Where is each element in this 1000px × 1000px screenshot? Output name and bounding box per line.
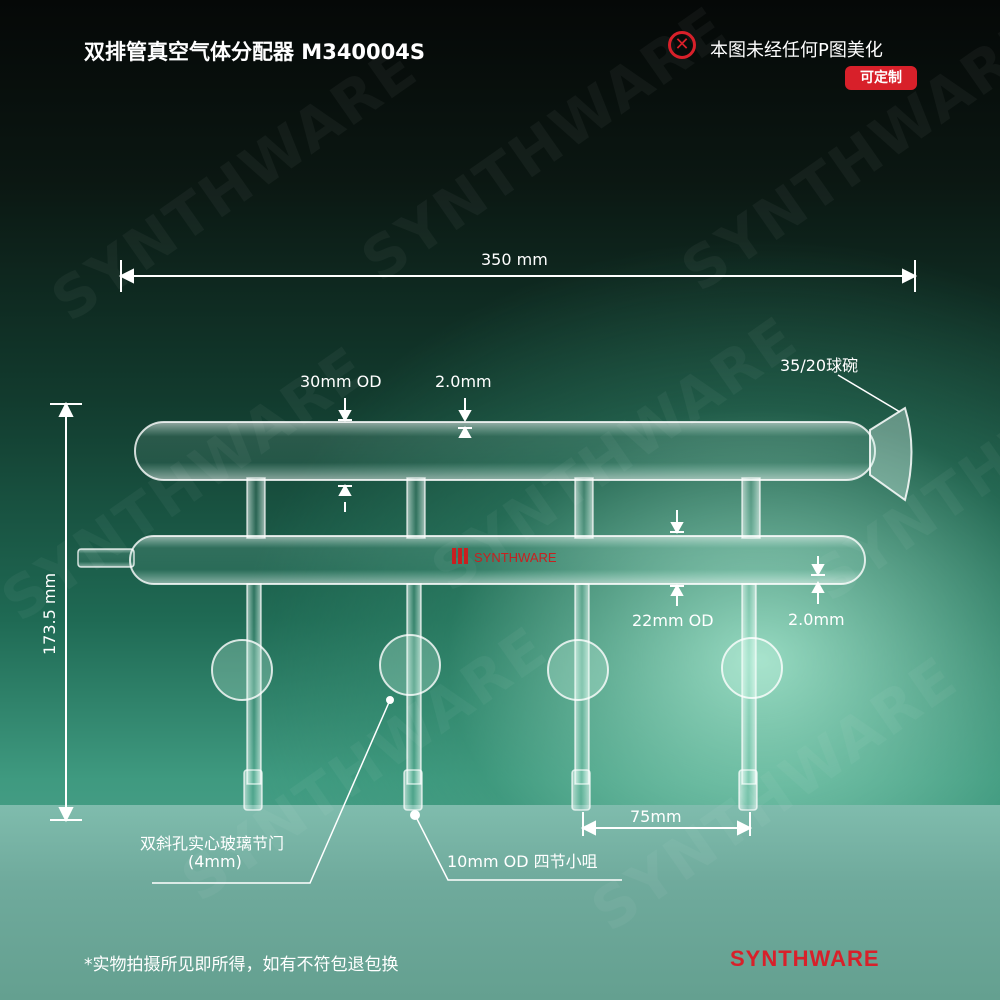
lower-od-label: 22mm OD xyxy=(632,611,714,630)
stems xyxy=(243,477,761,811)
logo-mark xyxy=(452,548,468,564)
stopcock-label: 双斜孔实心玻璃节门 xyxy=(140,834,285,853)
dimension-lines xyxy=(50,260,918,884)
x-circle-icon: ✕ xyxy=(668,31,696,59)
brand-logo: SYNTHWARE xyxy=(730,946,880,971)
hose-label: 10mm OD 四节小咀 xyxy=(447,852,598,871)
ball-joint-socket xyxy=(869,406,913,502)
footer-note: *实物拍摄所见即所得，如有不符包退包换 xyxy=(84,955,399,975)
stopcocks xyxy=(211,634,783,701)
floor-surface xyxy=(0,805,1000,1000)
upper-od-label: 30mm OD xyxy=(300,372,382,391)
lower-wall-label: 2.0mm xyxy=(788,610,845,629)
height-label: 173.5 mm xyxy=(40,572,59,655)
joint-label: 35/20球碗 xyxy=(780,356,859,375)
stopcock-size-label: (4mm) xyxy=(188,852,242,871)
custom-badge: 可定制 xyxy=(845,66,917,90)
glass-print: SYNTHWARE xyxy=(474,550,557,565)
upper-manifold-tube xyxy=(134,421,876,481)
hose-barb xyxy=(77,548,135,568)
length-label: 350 mm xyxy=(481,250,548,269)
upper-wall-label: 2.0mm xyxy=(435,372,492,391)
spacing-label: 75mm xyxy=(630,807,682,826)
page-title: 双排管真空气体分配器 M340004S xyxy=(84,40,426,64)
no-retouch-notice: 本图未经任何P图美化 xyxy=(710,40,883,61)
